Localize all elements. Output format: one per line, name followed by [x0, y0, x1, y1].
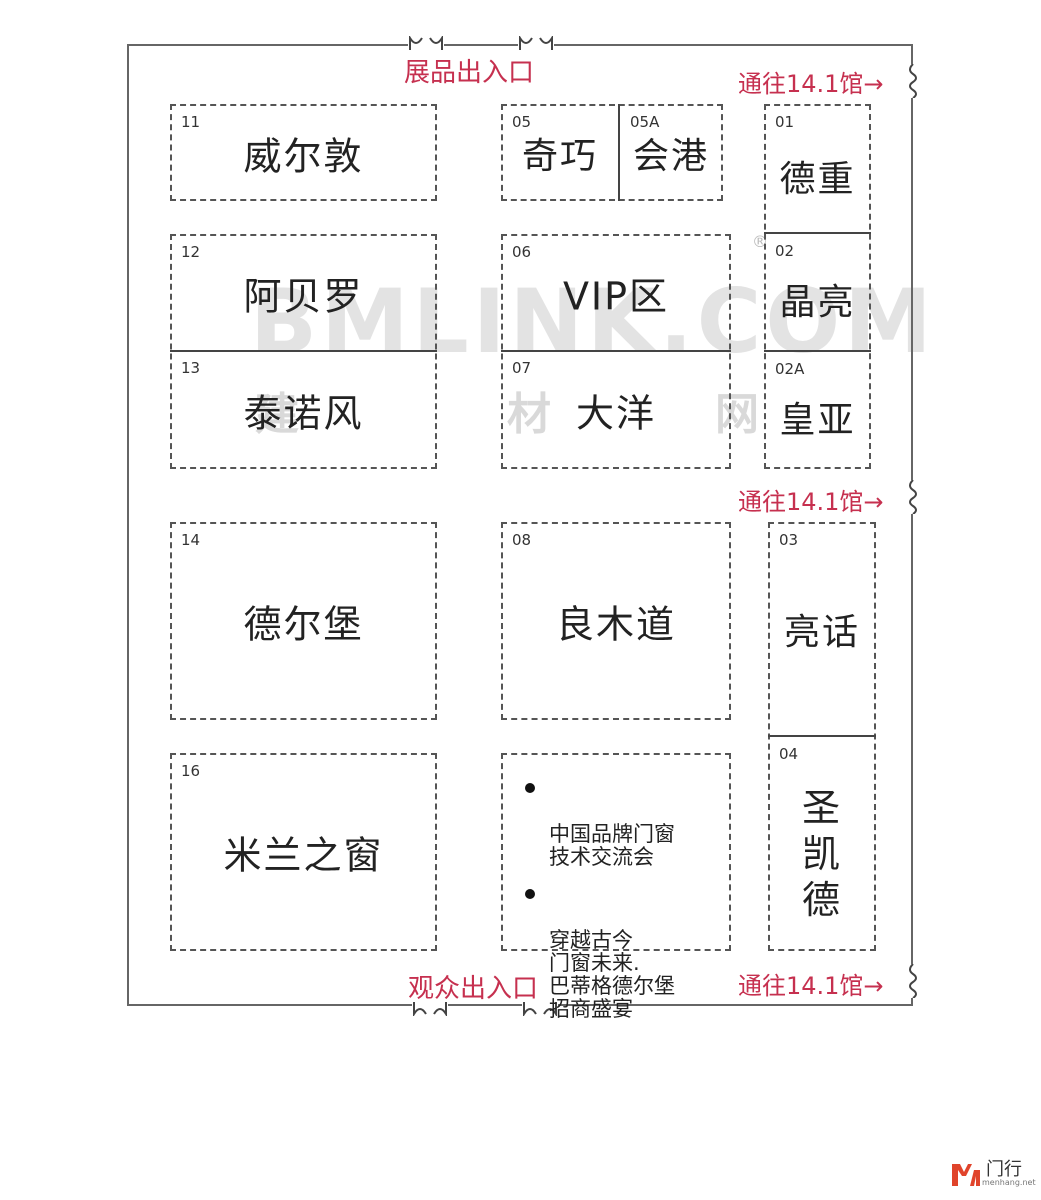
divider-03-04	[768, 735, 876, 737]
booth-07[interactable]: 07 大洋	[501, 350, 731, 469]
booth-01[interactable]: 01 德重	[764, 104, 871, 233]
watermark-char-1: 建	[255, 389, 299, 440]
event-area[interactable]: 中国品牌门窗 技术交流会 穿越古今 门窗未来. 巴蒂格德尔堡 招商盛宴	[501, 753, 731, 1021]
door-bottom-right	[522, 1000, 558, 1016]
bullet-icon	[525, 889, 535, 899]
booth-name: 奇巧	[521, 135, 598, 177]
door-right-top	[905, 64, 921, 98]
booth-02[interactable]: 02 晶亮	[764, 233, 871, 351]
watermark-char-3: 网	[715, 389, 759, 440]
event-list: 中国品牌门窗 技术交流会 穿越古今 门窗未来. 巴蒂格德尔堡 招商盛宴	[523, 777, 675, 1035]
booth-number: 07	[512, 359, 532, 377]
divider-02-02a	[764, 350, 871, 352]
logo-name: 门行	[986, 1158, 1022, 1180]
booth-number: 02	[775, 242, 795, 260]
booth-name: 皇亚	[779, 399, 856, 441]
booth-name: 良木道	[555, 602, 676, 647]
booth-01-02-02a-group	[764, 104, 871, 469]
booth-name: 圣 凯 德	[801, 786, 842, 923]
event-item-1: 中国品牌门窗 技术交流会	[523, 777, 675, 869]
booth-number: 06	[512, 243, 532, 261]
booth-name: 晶亮	[779, 281, 856, 323]
booth-name: 会港	[632, 135, 709, 177]
booth-number: 14	[181, 531, 201, 549]
visitor-entrance-label: 观众出入口	[408, 974, 539, 1004]
bullet-icon	[525, 783, 535, 793]
booth-number: 13	[181, 359, 201, 377]
booth-number: 16	[181, 762, 201, 780]
event-text: 中国品牌门窗 技术交流会	[549, 822, 675, 869]
booth-05a[interactable]: 05A 会港	[619, 104, 723, 201]
door-right-mid	[905, 480, 921, 514]
booth-02a[interactable]: 02A 皇亚	[764, 351, 871, 469]
door-bottom-left	[412, 1000, 448, 1016]
to-hall-label-top: 通往14.1馆→	[738, 70, 884, 98]
logo-site: menhang.net	[982, 1177, 1036, 1187]
booth-number: 08	[512, 531, 532, 549]
booth-number: 02A	[775, 360, 805, 378]
booth-name: 德重	[779, 159, 856, 200]
booth-number: 11	[181, 113, 201, 131]
booth-05-group	[501, 104, 723, 201]
booth-number: 04	[779, 745, 799, 763]
booth-name: 泰诺风	[243, 391, 364, 435]
divider-05-05a	[618, 104, 620, 201]
booth-number: 05	[512, 113, 532, 131]
event-item-2: 穿越古今 门窗未来. 巴蒂格德尔堡 招商盛宴	[523, 883, 675, 1021]
booth-04[interactable]: 04 圣 凯 德	[768, 736, 876, 951]
to-hall-label-bottom: 通往14.1馆→	[738, 972, 884, 1000]
to-hall-label-mid: 通往14.1馆→	[738, 488, 884, 516]
booth-16[interactable]: 16 米兰之窗	[170, 753, 437, 951]
menhang-logo-icon	[952, 1164, 980, 1186]
booth-03[interactable]: 03 亮话	[768, 522, 876, 736]
booth-name: 米兰之窗	[223, 833, 384, 878]
booth-name: 大洋	[575, 391, 656, 435]
booth-name: 阿贝罗	[243, 274, 364, 319]
booth-number: 12	[181, 243, 201, 261]
booth-06[interactable]: 06 VIP区	[501, 234, 731, 352]
menhang-logo[interactable]: 门行 menhang.net	[950, 1160, 1036, 1188]
door-right-bottom	[905, 964, 921, 998]
booth-number: 03	[779, 531, 799, 549]
booth-14[interactable]: 14 德尔堡	[170, 522, 437, 720]
event-text: 穿越古今 门窗未来. 巴蒂格德尔堡 招商盛宴	[549, 928, 675, 1021]
door-top-left	[408, 36, 444, 52]
divider-12-13	[170, 350, 437, 352]
booth-08[interactable]: 08 良木道	[501, 522, 731, 720]
watermark-char-2: 材	[507, 389, 551, 440]
divider-06-07	[501, 350, 731, 352]
watermark-latin: BMLINK.COM	[250, 270, 936, 373]
booth-12[interactable]: 12 阿贝罗	[170, 234, 437, 352]
booth-13[interactable]: 13 泰诺风	[170, 350, 437, 469]
booth-name: 亮话	[783, 612, 860, 653]
divider-01-02	[764, 232, 871, 234]
booth-name: 德尔堡	[243, 602, 364, 647]
booth-name: VIP区	[562, 274, 670, 319]
booth-number: 05A	[630, 113, 660, 131]
door-top-right	[518, 36, 554, 52]
booth-name: 威尔敦	[243, 134, 364, 178]
booth-11[interactable]: 11 威尔敦	[170, 104, 437, 201]
booth-number: 01	[775, 113, 795, 131]
booth-05[interactable]: 05 奇巧	[501, 104, 619, 201]
exhibit-entrance-label: 展品出入口	[404, 58, 535, 88]
